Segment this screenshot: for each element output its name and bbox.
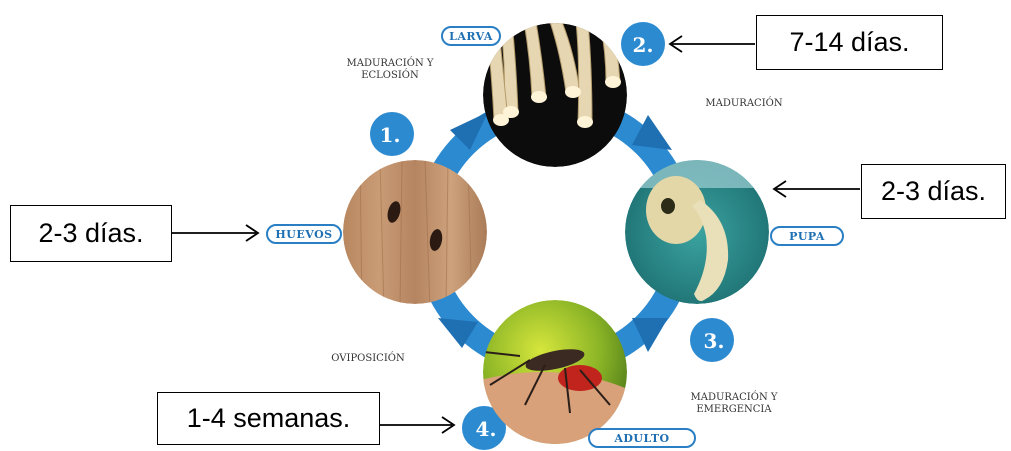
stage-label-larva: LARVA	[441, 26, 501, 46]
badge-4-text: 4.	[476, 417, 497, 441]
caption-line: MADURACIÓN Y	[674, 392, 794, 404]
badge-2-text: 2.	[633, 33, 654, 57]
caption-line: ECLOSIÓN	[330, 70, 450, 82]
pupa-photo	[620, 160, 780, 304]
larva-photo	[483, 22, 627, 167]
duration-box-larva: 7-14 días.	[756, 15, 943, 70]
stage-label-adulto: ADULTO	[588, 428, 696, 448]
caption-oviposicion: OVIPOSICIÓN	[318, 353, 418, 365]
caption-maduracion: MADURACIÓN	[694, 98, 794, 110]
duration-box-pupa: 2-3 días.	[861, 164, 1006, 219]
caption-line: MADURACIÓN Y	[330, 58, 450, 70]
stage-label-huevos: HUEVOS	[266, 224, 342, 244]
stage-label-pupa: PUPA	[770, 226, 844, 246]
duration-box-adulto: 1-4 semanas.	[157, 392, 380, 445]
badge-3-text: 3.	[704, 329, 725, 353]
caption-line: EMERGENCIA	[674, 404, 794, 416]
duration-box-huevos: 2-3 días.	[10, 205, 172, 262]
caption-maduracion-eclosion: MADURACIÓN Y ECLOSIÓN	[330, 58, 450, 82]
badge-1-text: 1.	[380, 123, 401, 147]
eggs-photo	[343, 160, 487, 310]
caption-maduracion-emergencia: MADURACIÓN Y EMERGENCIA	[674, 392, 794, 416]
